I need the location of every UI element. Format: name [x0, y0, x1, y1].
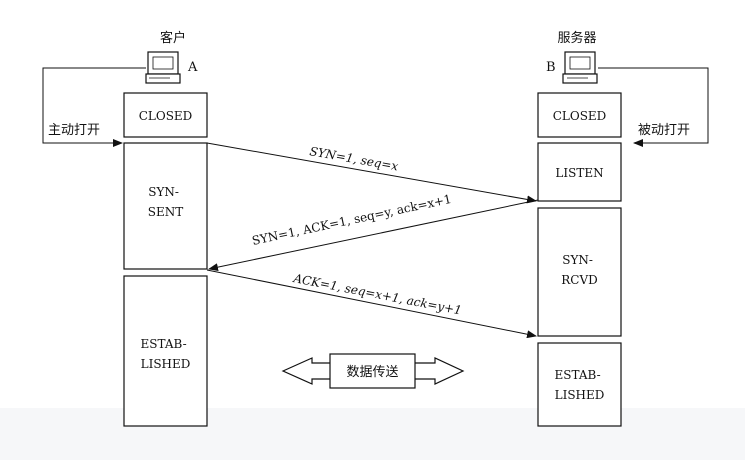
server-state-established-line2: LISHED: [555, 388, 605, 402]
server-letter: B: [546, 60, 556, 75]
client-state-syn-sent-line2: SENT: [148, 205, 183, 219]
client-computer-icon: [145, 51, 181, 84]
client-open-path: [42, 67, 146, 147]
server-state-established-label: ESTAB- LISHED: [555, 368, 605, 402]
client-title: 客户: [160, 30, 186, 46]
client-state-established-line2: LISHED: [141, 357, 191, 371]
client-state-established-label: ESTAB- LISHED: [141, 337, 191, 371]
server-state-box-syn-rcvd: [537, 207, 622, 337]
client-state-syn-sent-line1: SYN-: [148, 185, 179, 199]
client-state-closed-label: CLOSED: [139, 109, 193, 123]
server-state-box-closed: [537, 92, 622, 138]
server-state-syn-rcvd-line1: SYN-: [562, 253, 593, 267]
server-state-listen-label: LISTEN: [555, 166, 603, 180]
client-state-box-syn-sent: [123, 142, 208, 270]
message-arrow-syn: [206, 142, 537, 204]
server-state-established-line1: ESTAB-: [555, 368, 601, 382]
client-state-box-established: [123, 275, 208, 427]
message-arrow-ack: [206, 269, 537, 339]
server-title: 服务器: [557, 30, 596, 46]
client-state-syn-sent-label: SYN- SENT: [148, 185, 183, 219]
server-open-label: 被动打开: [638, 123, 690, 138]
data-transfer-label-box: [329, 353, 416, 389]
server-state-syn-rcvd-label: SYN- RCVD: [561, 253, 598, 287]
client-open-label: 主动打开: [48, 123, 100, 138]
server-state-box-listen: [537, 142, 622, 202]
data-transfer-label: 数据传送: [346, 365, 398, 380]
client-letter: A: [187, 60, 198, 75]
server-computer-icon: [562, 51, 598, 84]
message-label-ack: ACK=1, seq=x+1, ack=y+1: [291, 271, 462, 318]
server-state-box-established: [537, 342, 622, 427]
server-state-closed-label: CLOSED: [553, 109, 607, 123]
message-arrow-syn-ack: [208, 199, 539, 272]
client-state-established-line1: ESTAB-: [141, 337, 187, 351]
client-state-box-closed: [123, 92, 208, 138]
server-state-syn-rcvd-line2: RCVD: [561, 273, 598, 287]
server-open-path: [598, 67, 709, 147]
